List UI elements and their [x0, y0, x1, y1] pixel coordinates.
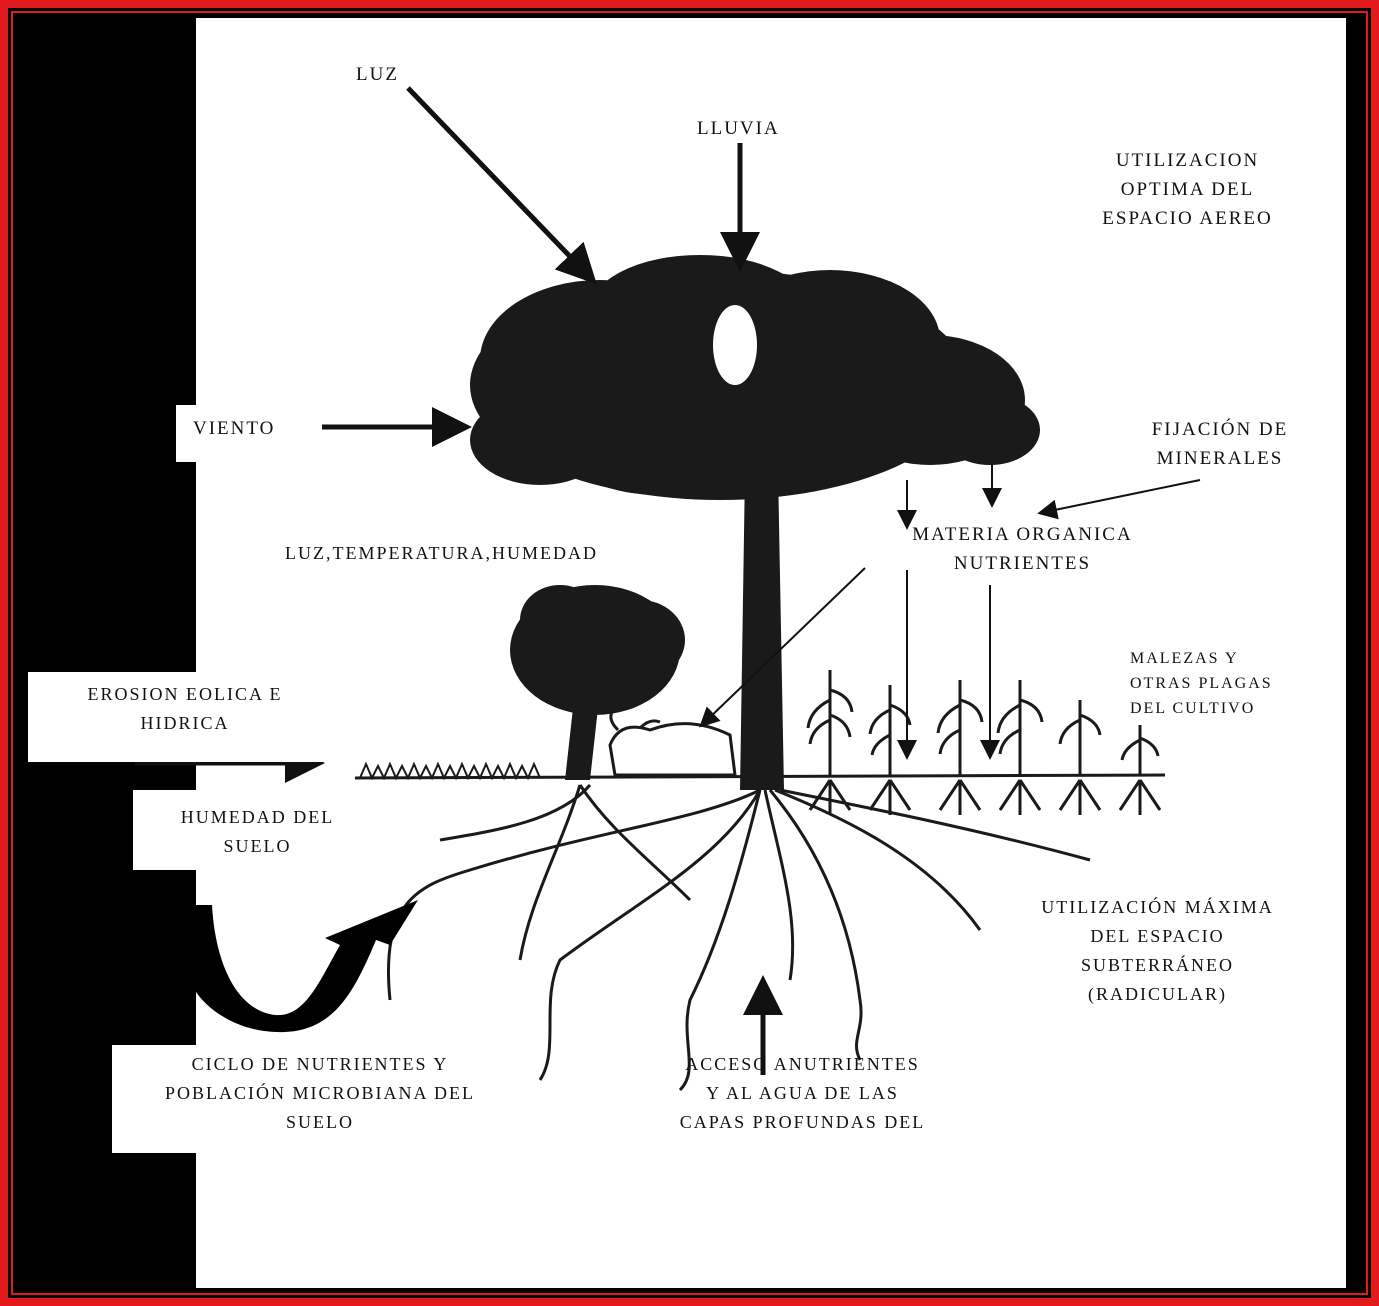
grass [359, 761, 541, 781]
label-viento: VIENTO [193, 418, 276, 439]
label-malezas-line2: OTRAS PLAGAS [1130, 675, 1273, 692]
oxen-plough [608, 711, 737, 777]
label-fijacion: FIJACIÓN DE MINERALES [1130, 415, 1310, 473]
label-aereo-line3: ESPACIO AEREO [1102, 208, 1273, 229]
ciclo-box [112, 1045, 512, 1153]
fijacion-arrow [1037, 479, 1201, 520]
label-acceso-line2: Y AL AGUA DE LAS [706, 1083, 899, 1103]
label-fijacion-line1: FIJACIÓN DE [1151, 419, 1289, 440]
label-malezas-line3: DEL CULTIVO [1130, 700, 1256, 717]
erosion-box [28, 672, 338, 762]
label-humedad: HUMEDAD DEL SUELO [145, 803, 370, 861]
label-aereo-line2: OPTIMA DEL [1120, 179, 1255, 200]
tree-trunk [740, 470, 784, 790]
label-ciclo-line1: CICLO DE NUTRIENTES Y [191, 1054, 449, 1074]
corn-plants [806, 670, 1160, 775]
nutrient-cycle-arrow [195, 900, 418, 1033]
label-malezas-line1: MALEZAS Y [1130, 650, 1239, 667]
tree-canopy [470, 255, 1040, 500]
label-luz: LUZ [356, 64, 399, 85]
label-acceso-line4: SUELO [650, 1137, 955, 1145]
label-materia-line1: MATERIA ORGANICA [912, 524, 1133, 545]
label-luz-temp-humedad: LUZ,TEMPERATURA,HUMEDAD [285, 543, 598, 563]
label-aereo-line1: UTILIZACION [1115, 150, 1260, 171]
label-acceso: ACCESO ANUTRIENTES Y AL AGUA DE LAS CAPA… [650, 1050, 955, 1145]
label-materia: MATERIA ORGANICA NUTRIENTES [875, 520, 1170, 578]
label-subterraneo-line3: SUBTERRÁNEO [1080, 955, 1234, 975]
label-subterraneo-line4: (RADICULAR) [1088, 984, 1227, 1004]
label-ciclo-line3: SUELO [286, 1112, 354, 1132]
label-ciclo-line2: POBLACIÓN MICROBIANA DEL [164, 1083, 475, 1103]
label-materia-line2: NUTRIENTES [953, 553, 1092, 574]
label-erosion-line1: EROSION EOLICA E [87, 684, 283, 704]
luz-arrow [406, 86, 597, 285]
ground-line [354, 773, 1166, 780]
label-subterraneo-line1: UTILIZACIÓN MÁXIMA [1041, 897, 1274, 917]
label-humedad-line1: HUMEDAD DEL [180, 807, 335, 827]
label-humedad-line2: SUELO [223, 836, 292, 856]
label-malezas: MALEZAS Y OTRAS PLAGAS DEL CULTIVO [1130, 646, 1310, 721]
label-aereo: UTILIZACION OPTIMA DEL ESPACIO AEREO [1075, 146, 1300, 233]
humedad-box [133, 790, 363, 870]
label-ciclo: CICLO DE NUTRIENTES Y POBLACIÓN MICROBIA… [125, 1050, 515, 1137]
label-erosion-line2: HIDRICA [140, 713, 230, 733]
label-lluvia: LLUVIA [697, 118, 780, 139]
canopy-gap [713, 305, 757, 385]
small-tree [510, 585, 685, 780]
label-fijacion-line2: MINERALES [1156, 448, 1284, 469]
label-erosion: EROSION EOLICA E HIDRICA [60, 680, 310, 738]
label-acceso-line1: ACCESO ANUTRIENTES [685, 1054, 920, 1074]
viento-box [176, 405, 316, 462]
label-subterraneo: UTILIZACIÓN MÁXIMA DEL ESPACIO SUBTERRÁN… [1010, 893, 1305, 1009]
materia-to-plough-arrow [699, 567, 866, 728]
label-acceso-line3: CAPAS PROFUNDAS DEL [679, 1112, 926, 1132]
label-subterraneo-line2: DEL ESPACIO [1090, 926, 1225, 946]
